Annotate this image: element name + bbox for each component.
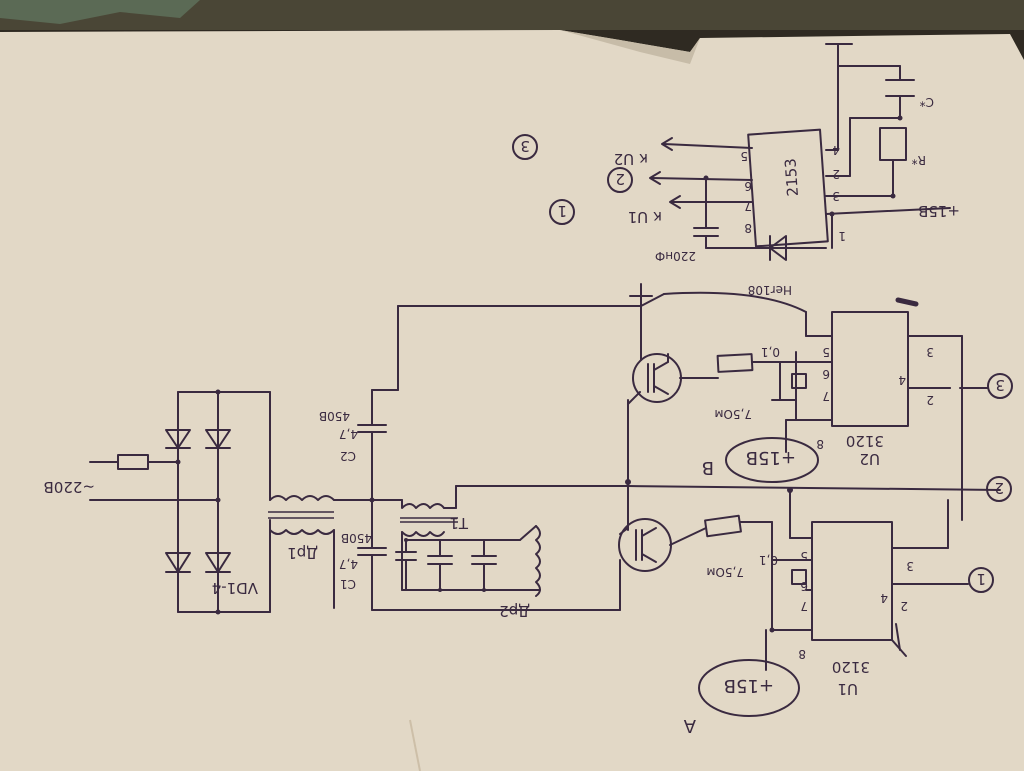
ink-mark: [895, 297, 919, 307]
c1-voltage: 450В: [341, 531, 372, 545]
u1-pin5: 5: [800, 549, 808, 563]
u1-cap: 0,1: [759, 553, 778, 567]
power-rails: [371, 283, 1001, 611]
driver-u1: 5 6 7 8 4 3 2 3120 U1 0,1: [759, 487, 969, 698]
paper-shadow: [560, 30, 700, 64]
u3-pin1: 1: [838, 229, 846, 243]
u2-pin5: 5: [822, 345, 830, 359]
node-3-top-label: 3: [520, 137, 530, 155]
u1-pin3: 3: [906, 559, 914, 573]
u2-pin6: 6: [822, 367, 830, 381]
supply-b-label: +15В: [746, 447, 796, 468]
u2-pin8: 8: [816, 437, 824, 451]
driver-2153-outputs: к U2 3 2 к U1 1 220нФ: [512, 134, 753, 263]
u1-name: U1: [837, 680, 858, 698]
c1-name: C1: [340, 577, 356, 591]
mains-input: ~220В: [44, 454, 219, 501]
u2-pin2: 2: [926, 393, 934, 407]
u3-pin6: 6: [744, 179, 752, 193]
u3-pin7: 7: [744, 199, 752, 213]
u3-pin2: 2: [832, 167, 840, 181]
c2-name: C2: [340, 449, 356, 463]
u1-pin2: 2: [900, 599, 908, 613]
c2-value: 4,7: [339, 427, 358, 441]
cap-220-label: 220нФ: [655, 249, 696, 263]
c1-value: 4,7: [339, 557, 358, 571]
node-2-label: 2: [994, 479, 1004, 497]
supply-a-letter: А: [683, 715, 696, 736]
gate-resistors: 7,5Ом 7,5Ом: [704, 353, 781, 579]
u3-part: 2153: [781, 158, 802, 197]
output-filter: Др2: [395, 525, 541, 620]
bridge-rectifier: VD1-4: [165, 389, 271, 615]
u2-part: 3120: [846, 432, 884, 450]
node-2-top-label: 2: [615, 170, 625, 188]
u1-pin7: 7: [800, 599, 808, 613]
mains-label: ~220В: [44, 478, 96, 496]
paper-surface: [0, 30, 1024, 771]
to-u2-label: к U2: [614, 150, 648, 168]
u1-part: 3120: [832, 658, 870, 676]
transformer-t1: T1: [371, 485, 469, 537]
node-1-label: 1: [976, 570, 986, 588]
diode-label: Her108: [748, 283, 792, 297]
transformer-label: T1: [449, 514, 469, 532]
supply-a: +15В А: [683, 659, 800, 736]
u3-pin5: 5: [740, 149, 748, 163]
u2-res-label: 7,5Ом: [714, 407, 752, 421]
bridge-label: VD1-4: [212, 579, 258, 597]
u1-res-label: 7,5Ом: [706, 565, 744, 579]
node-1-top-label: 1: [557, 202, 567, 220]
to-u1-label: к U1: [628, 208, 662, 226]
u1-pin6: 6: [800, 579, 808, 593]
driver-u2: 5 6 7 8 4 3 2 3120 U2 0,1: [761, 311, 989, 521]
c-star-label: C*: [920, 95, 934, 109]
output-nodes: 3 2 1: [968, 373, 1013, 593]
paper-fold: [409, 719, 421, 771]
r-star-label: R*: [912, 153, 926, 167]
u2-pin4: 4: [898, 373, 906, 387]
u2-pin3: 3: [926, 345, 934, 359]
mosfet-lower: [618, 518, 707, 611]
u2-name: U2: [859, 450, 880, 468]
u3-pin8: 8: [744, 221, 752, 235]
node-3-label: 3: [995, 376, 1005, 394]
driver-2153: 1 2 3 4 5 6 7 8 2153 R* C* +15В Her108: [740, 43, 960, 297]
supply-a-label: +15В: [724, 675, 774, 696]
u3-pin4: 4: [832, 143, 840, 157]
supply-b: +15В В: [702, 437, 819, 483]
mosfet-upper: [627, 353, 719, 405]
u1-pin8: 8: [798, 647, 806, 661]
u3-pin3: 3: [832, 189, 840, 203]
supply-top-label: +15В: [918, 202, 960, 220]
capacitor-divider: C2 4,7 450В C1 4,7 450В: [319, 305, 399, 611]
choke-dr1-label: Др1: [287, 544, 318, 562]
c2-voltage: 450В: [319, 409, 350, 423]
u2-cap: 0,1: [761, 345, 780, 359]
u2-pin7: 7: [822, 389, 830, 403]
supply-b-letter: В: [702, 457, 714, 478]
choke-dr1: Др1: [268, 495, 373, 609]
u1-pin4: 4: [880, 591, 888, 605]
